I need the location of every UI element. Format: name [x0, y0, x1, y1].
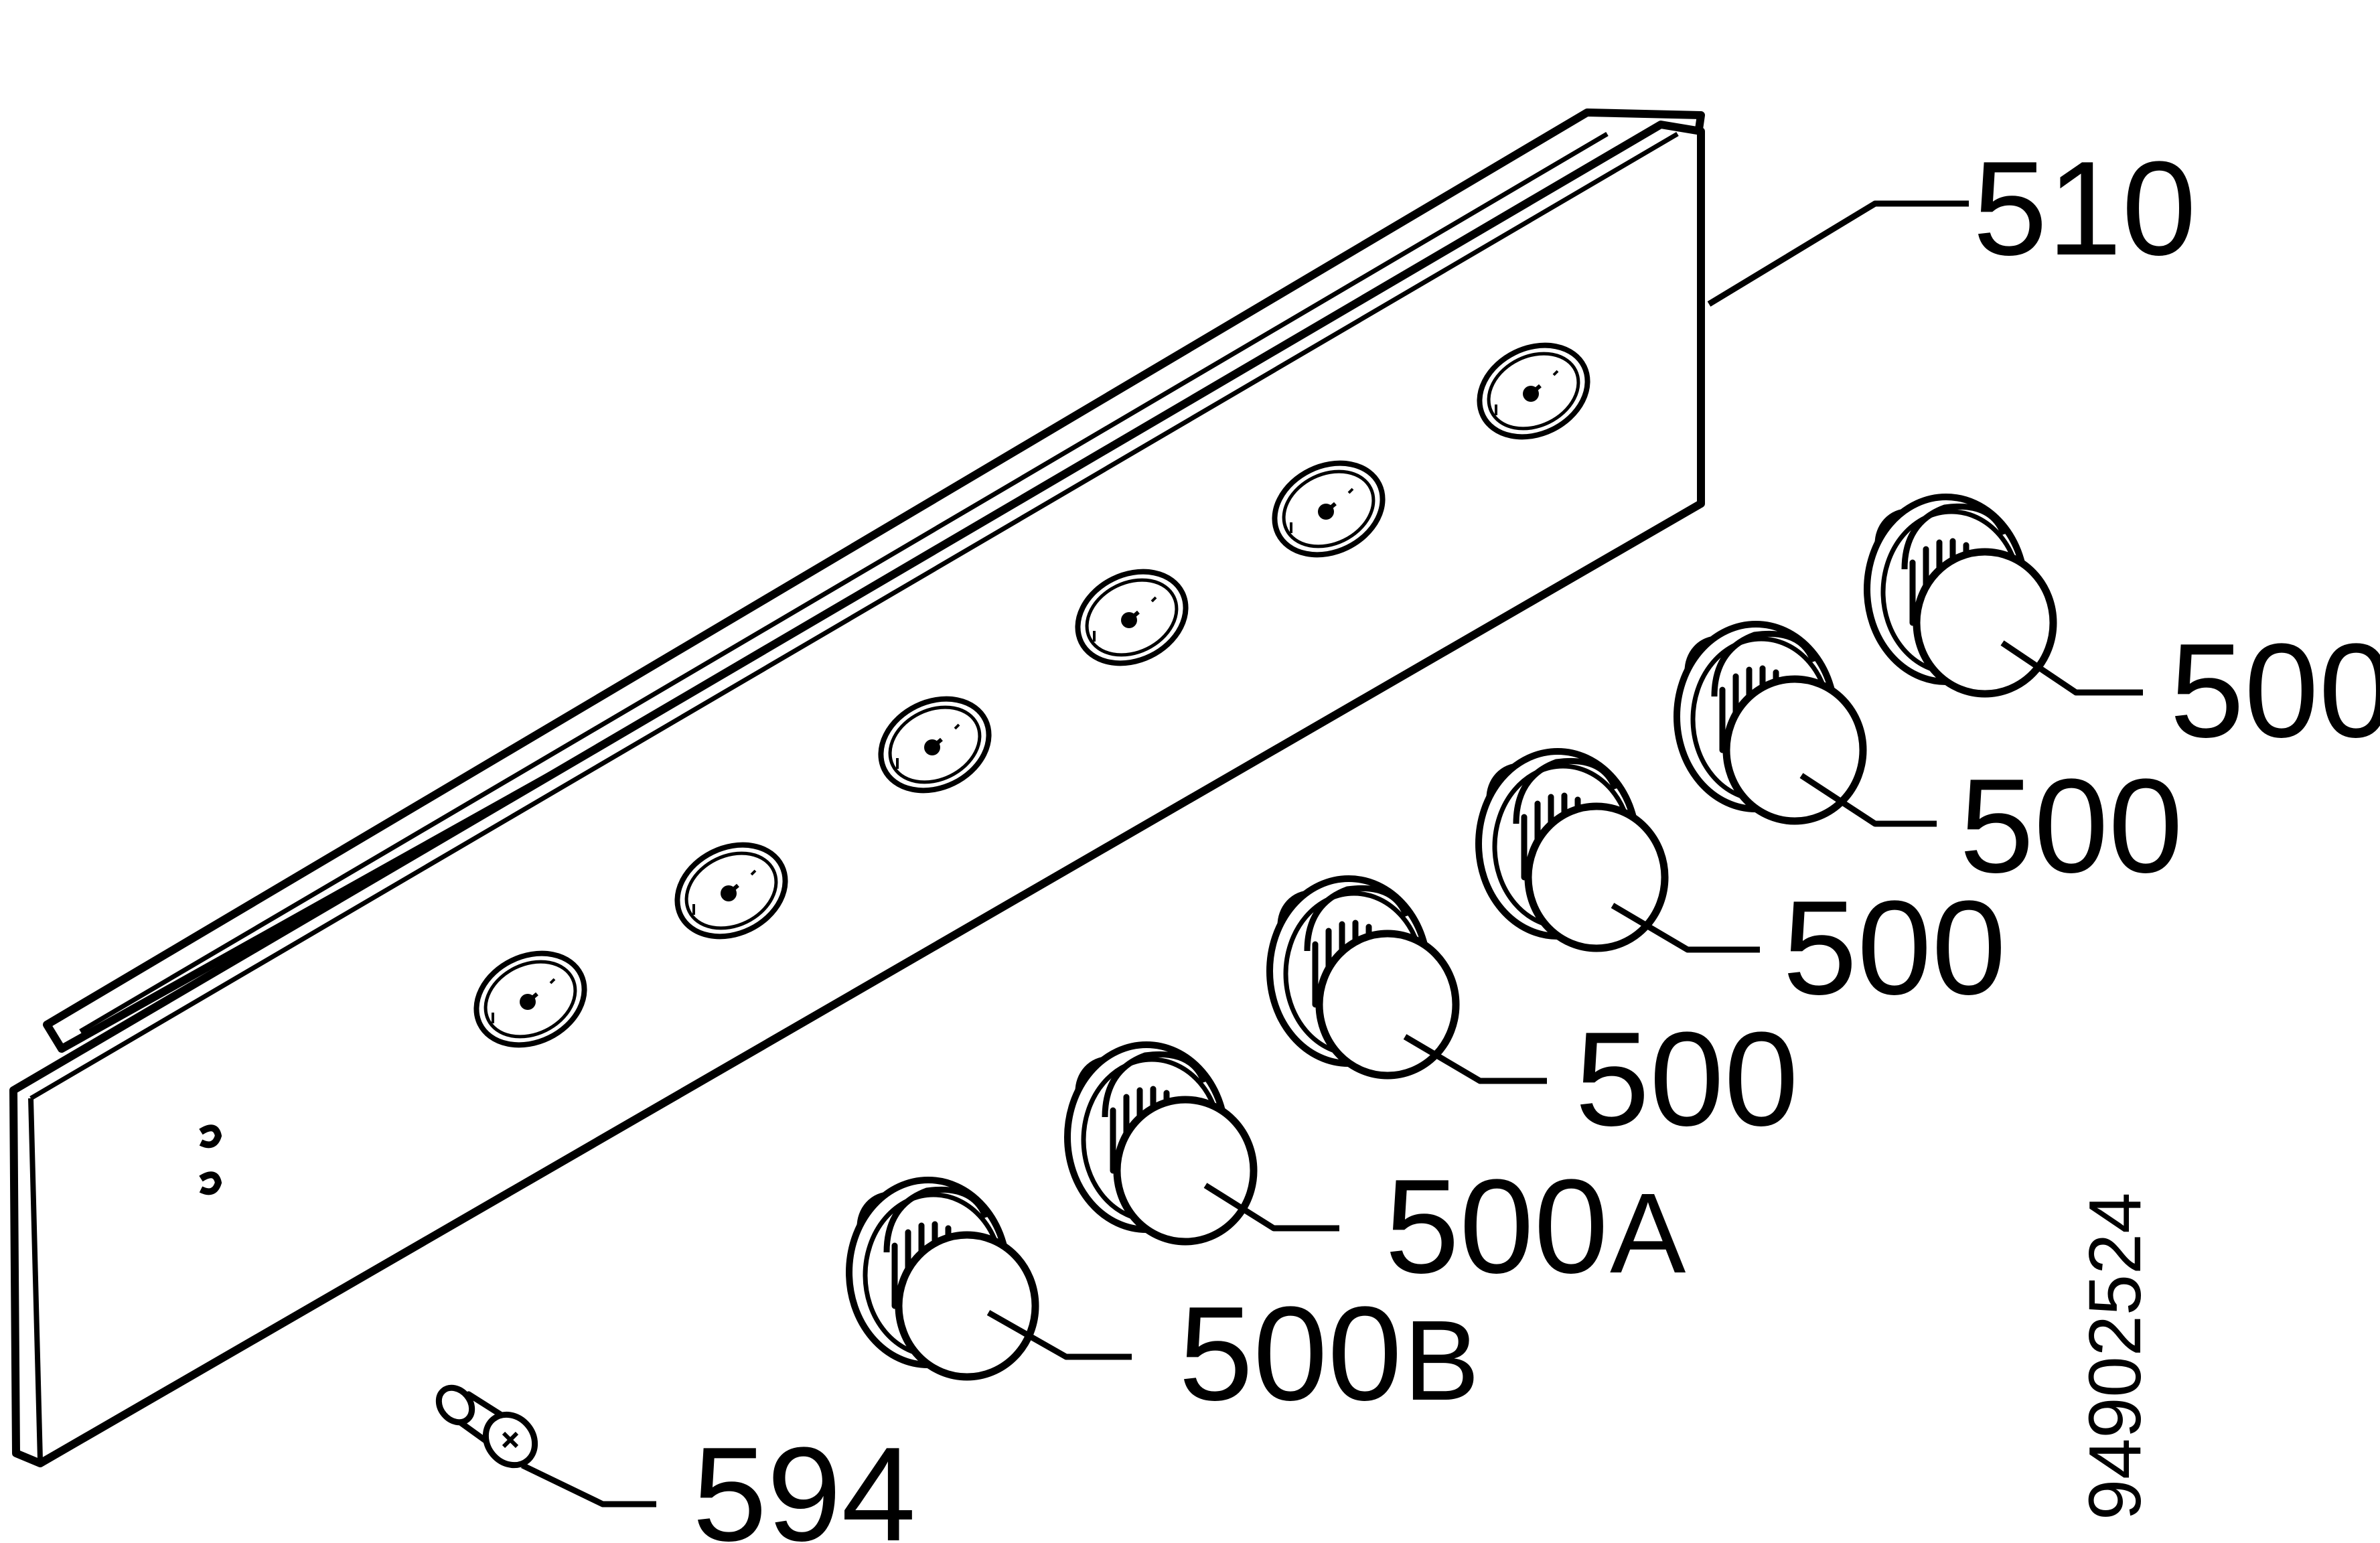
- knob-b: [849, 1180, 1035, 1377]
- knob-1: [1867, 497, 2053, 694]
- knob-4: [1270, 879, 1456, 1076]
- label-594: 594: [692, 1420, 916, 1543]
- label-500-1: 500: [2170, 616, 2380, 765]
- leader-lines: [521, 200, 2143, 1508]
- screw: [435, 1384, 538, 1469]
- labels: 510 500 500 500 500 500 A 500 B 594 9490…: [692, 134, 2380, 1543]
- control-panel: [9, 108, 1705, 1467]
- drawing-number: 94902524: [2074, 1193, 2156, 1520]
- label-500a-number: 500: [1385, 1152, 1609, 1301]
- indicator-slots: [199, 1124, 222, 1195]
- label-500-2: 500: [1959, 751, 2183, 901]
- label-500b-suffix: B: [1404, 1297, 1479, 1424]
- label-500-3: 500: [1783, 873, 2006, 1023]
- label-500a-suffix: A: [1610, 1170, 1686, 1297]
- label-510: 510: [1973, 134, 2197, 283]
- label-500-4: 500: [1575, 1005, 1799, 1154]
- knob-2: [1677, 624, 1863, 821]
- knob-a: [1067, 1045, 1254, 1242]
- label-500b-number: 500: [1179, 1279, 1402, 1428]
